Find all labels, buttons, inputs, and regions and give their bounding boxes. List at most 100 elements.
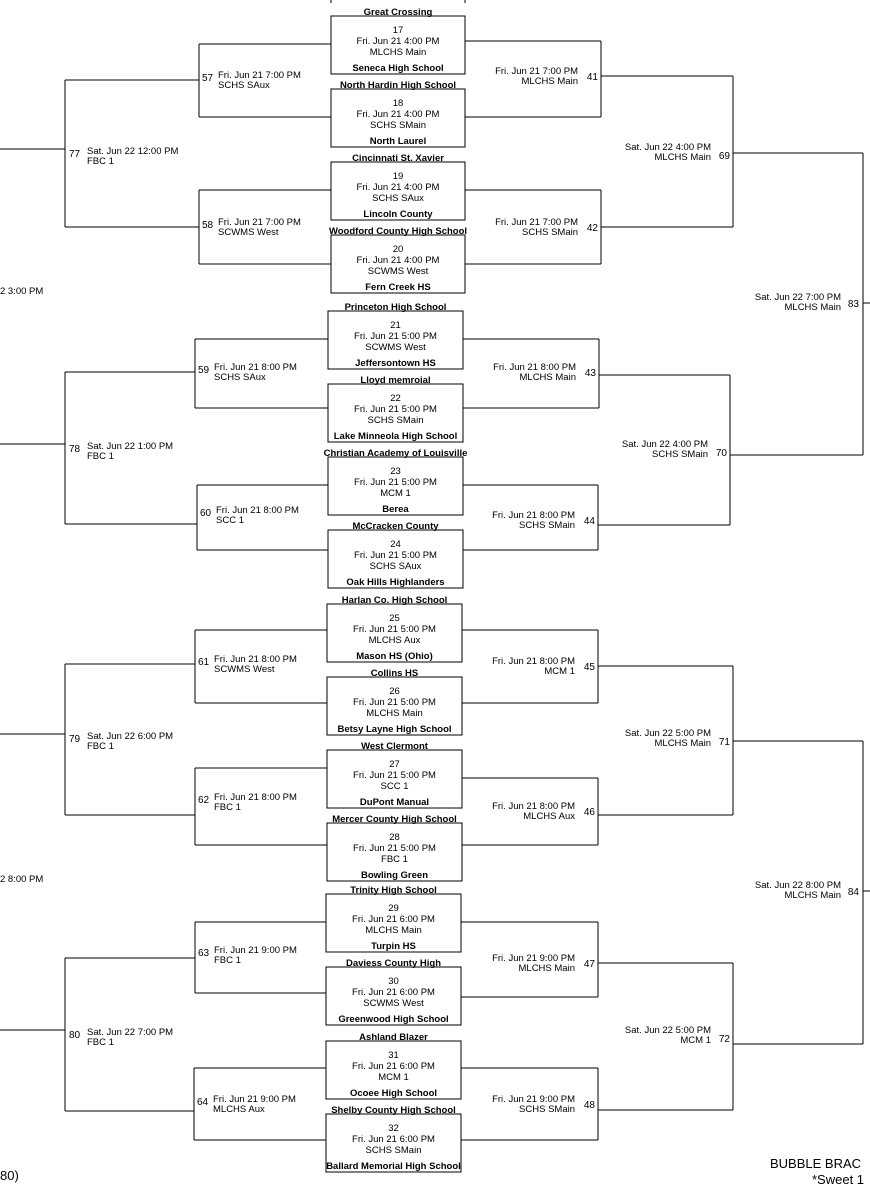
team-bottom-name: Lake Minneola High School xyxy=(334,431,458,442)
game-number: 79 xyxy=(69,734,81,745)
game-venue: MCM 1 xyxy=(544,666,575,677)
game-date: Fri. Jun 21 8:00 PM xyxy=(492,656,575,667)
game-venue: SCHS SAux xyxy=(218,80,270,91)
game-number: 47 xyxy=(584,959,596,970)
game-date: Sat. Jun 22 12:00 PM xyxy=(87,146,178,157)
game-number: 17 xyxy=(393,25,404,36)
team-bottom-name: Bowling Green xyxy=(361,870,428,881)
team-bottom-name: Seneca High School xyxy=(352,63,443,74)
game-date: Fri. Jun 21 8:00 PM xyxy=(492,801,575,812)
game-venue: SCHS SMain xyxy=(368,415,424,426)
game-date: Fri. Jun 21 7:00 PM xyxy=(495,217,578,228)
team-bottom-name: Greenwood High School xyxy=(338,1014,448,1025)
team-top-name: Shelby County High School xyxy=(331,1105,456,1116)
game-number: 71 xyxy=(719,737,731,748)
team-bottom-name: Ballard Memorial High School xyxy=(326,1161,461,1172)
game-date: Sat. Jun 22 6:00 PM xyxy=(87,731,173,742)
game-date: Fri. Jun 21 8:00 PM xyxy=(492,510,575,521)
game-date: Fri. Jun 21 9:00 PM xyxy=(214,945,297,956)
game-venue: MLCHS Main xyxy=(655,152,712,163)
game-date: Sat. Jun 22 4:00 PM xyxy=(625,142,711,153)
game-number: 78 xyxy=(69,444,81,455)
team-top-name: North Hardin High School xyxy=(340,80,456,91)
game-date: Fri. Jun 21 9:00 PM xyxy=(492,1094,575,1105)
game-venue: MLCHS Main xyxy=(655,738,712,749)
game-date: Fri. Jun 21 5:00 PM xyxy=(353,697,436,708)
game-box xyxy=(330,161,466,221)
team-bottom-name: Berea xyxy=(382,504,409,515)
game-date: Fri. Jun 21 4:00 PM xyxy=(357,255,440,266)
team-top-name: Princeton High School xyxy=(345,302,447,313)
game-venue: MLCHS Main xyxy=(785,890,842,901)
game-number: 31 xyxy=(388,1050,399,1061)
game-date: Fri. Jun 21 7:00 PM xyxy=(218,217,301,228)
game-date: Fri. Jun 21 5:00 PM xyxy=(353,770,436,781)
game-number: 61 xyxy=(198,657,210,668)
game-box xyxy=(327,529,464,589)
game-box xyxy=(330,15,466,75)
footer-title: BUBBLE BRAC xyxy=(770,1156,861,1171)
game-date: Fri. Jun 21 5:00 PM xyxy=(353,624,436,635)
team-bottom-name: Turpin HS xyxy=(371,941,416,952)
game-venue: SCHS SMain xyxy=(652,449,708,460)
game-date: Fri. Jun 21 8:00 PM xyxy=(214,654,297,665)
game-number: 84 xyxy=(848,887,860,898)
game-venue: MCM 1 xyxy=(380,488,411,499)
team-top-name: Cincinnati St. Xavier xyxy=(352,153,444,164)
game-venue: SCWMS West xyxy=(363,998,424,1009)
left-edge-time: 2 3:00 PM xyxy=(0,286,43,297)
team-top-name: Ashland Blazer xyxy=(359,1032,428,1043)
game-date: Sat. Jun 22 5:00 PM xyxy=(625,1025,711,1036)
game-date: Fri. Jun 21 5:00 PM xyxy=(354,477,437,488)
game-date: Fri. Jun 21 5:00 PM xyxy=(354,331,437,342)
team-bottom-name: Betsy Layne High School xyxy=(337,724,451,735)
game-venue: FBC 1 xyxy=(381,854,408,865)
left-edge-time: 2 8:00 PM xyxy=(0,874,43,885)
team-top-name: Collins HS xyxy=(371,668,419,679)
team-bottom-name: DuPont Manual xyxy=(360,797,429,808)
game-date: Fri. Jun 21 6:00 PM xyxy=(352,914,435,925)
game-date: Fri. Jun 21 4:00 PM xyxy=(357,182,440,193)
bracket-lines xyxy=(0,0,870,1173)
game-venue: SCHS SMain xyxy=(522,227,578,238)
team-bottom-name: Mason HS (Ohio) xyxy=(356,651,433,662)
game-venue: SCWMS West xyxy=(368,266,429,277)
game-box xyxy=(326,822,463,882)
team-bottom-name: Lincoln County xyxy=(363,209,433,220)
team-bottom-name: Ocoee High School xyxy=(350,1088,437,1099)
game-box xyxy=(325,966,462,1026)
game-box xyxy=(330,88,466,148)
game-venue: MCM 1 xyxy=(680,1035,711,1046)
game-number: 59 xyxy=(198,365,210,376)
game-venue: MLCHS Main xyxy=(522,76,579,87)
game-number: 57 xyxy=(202,73,214,84)
game-box xyxy=(326,603,463,663)
game-number: 48 xyxy=(584,1100,596,1111)
game-number: 20 xyxy=(393,244,404,255)
game-date: Sat. Jun 22 7:00 PM xyxy=(755,292,841,303)
game-venue: SCHS SMain xyxy=(519,520,575,531)
game-number: 30 xyxy=(388,976,399,987)
game-number: 45 xyxy=(584,662,596,673)
game-venue: MLCHS Main xyxy=(366,708,423,719)
game-date: Fri. Jun 21 6:00 PM xyxy=(352,1134,435,1145)
game-number: 21 xyxy=(390,320,401,331)
team-top-name: West Clermont xyxy=(361,741,429,752)
game-date: Sat. Jun 22 8:00 PM xyxy=(755,880,841,891)
game-number: 23 xyxy=(390,466,401,477)
game-date: Sat. Jun 22 7:00 PM xyxy=(87,1027,173,1038)
game-venue: SCC 1 xyxy=(216,515,244,526)
game-venue: SCHS SAux xyxy=(372,193,424,204)
game-date: Fri. Jun 21 6:00 PM xyxy=(352,1061,435,1072)
game-number: 72 xyxy=(719,1034,731,1045)
game-date: Fri. Jun 21 5:00 PM xyxy=(354,404,437,415)
game-venue: SCWMS West xyxy=(365,342,426,353)
game-box xyxy=(326,676,463,736)
footer-left-text: 80) xyxy=(0,1168,19,1183)
game-number: 69 xyxy=(719,151,731,162)
game-date: Fri. Jun 21 9:00 PM xyxy=(213,1094,296,1105)
game-venue: SCWMS West xyxy=(214,664,275,675)
game-number: 18 xyxy=(393,98,404,109)
team-top-name: Harlan Co. High School xyxy=(342,595,448,606)
